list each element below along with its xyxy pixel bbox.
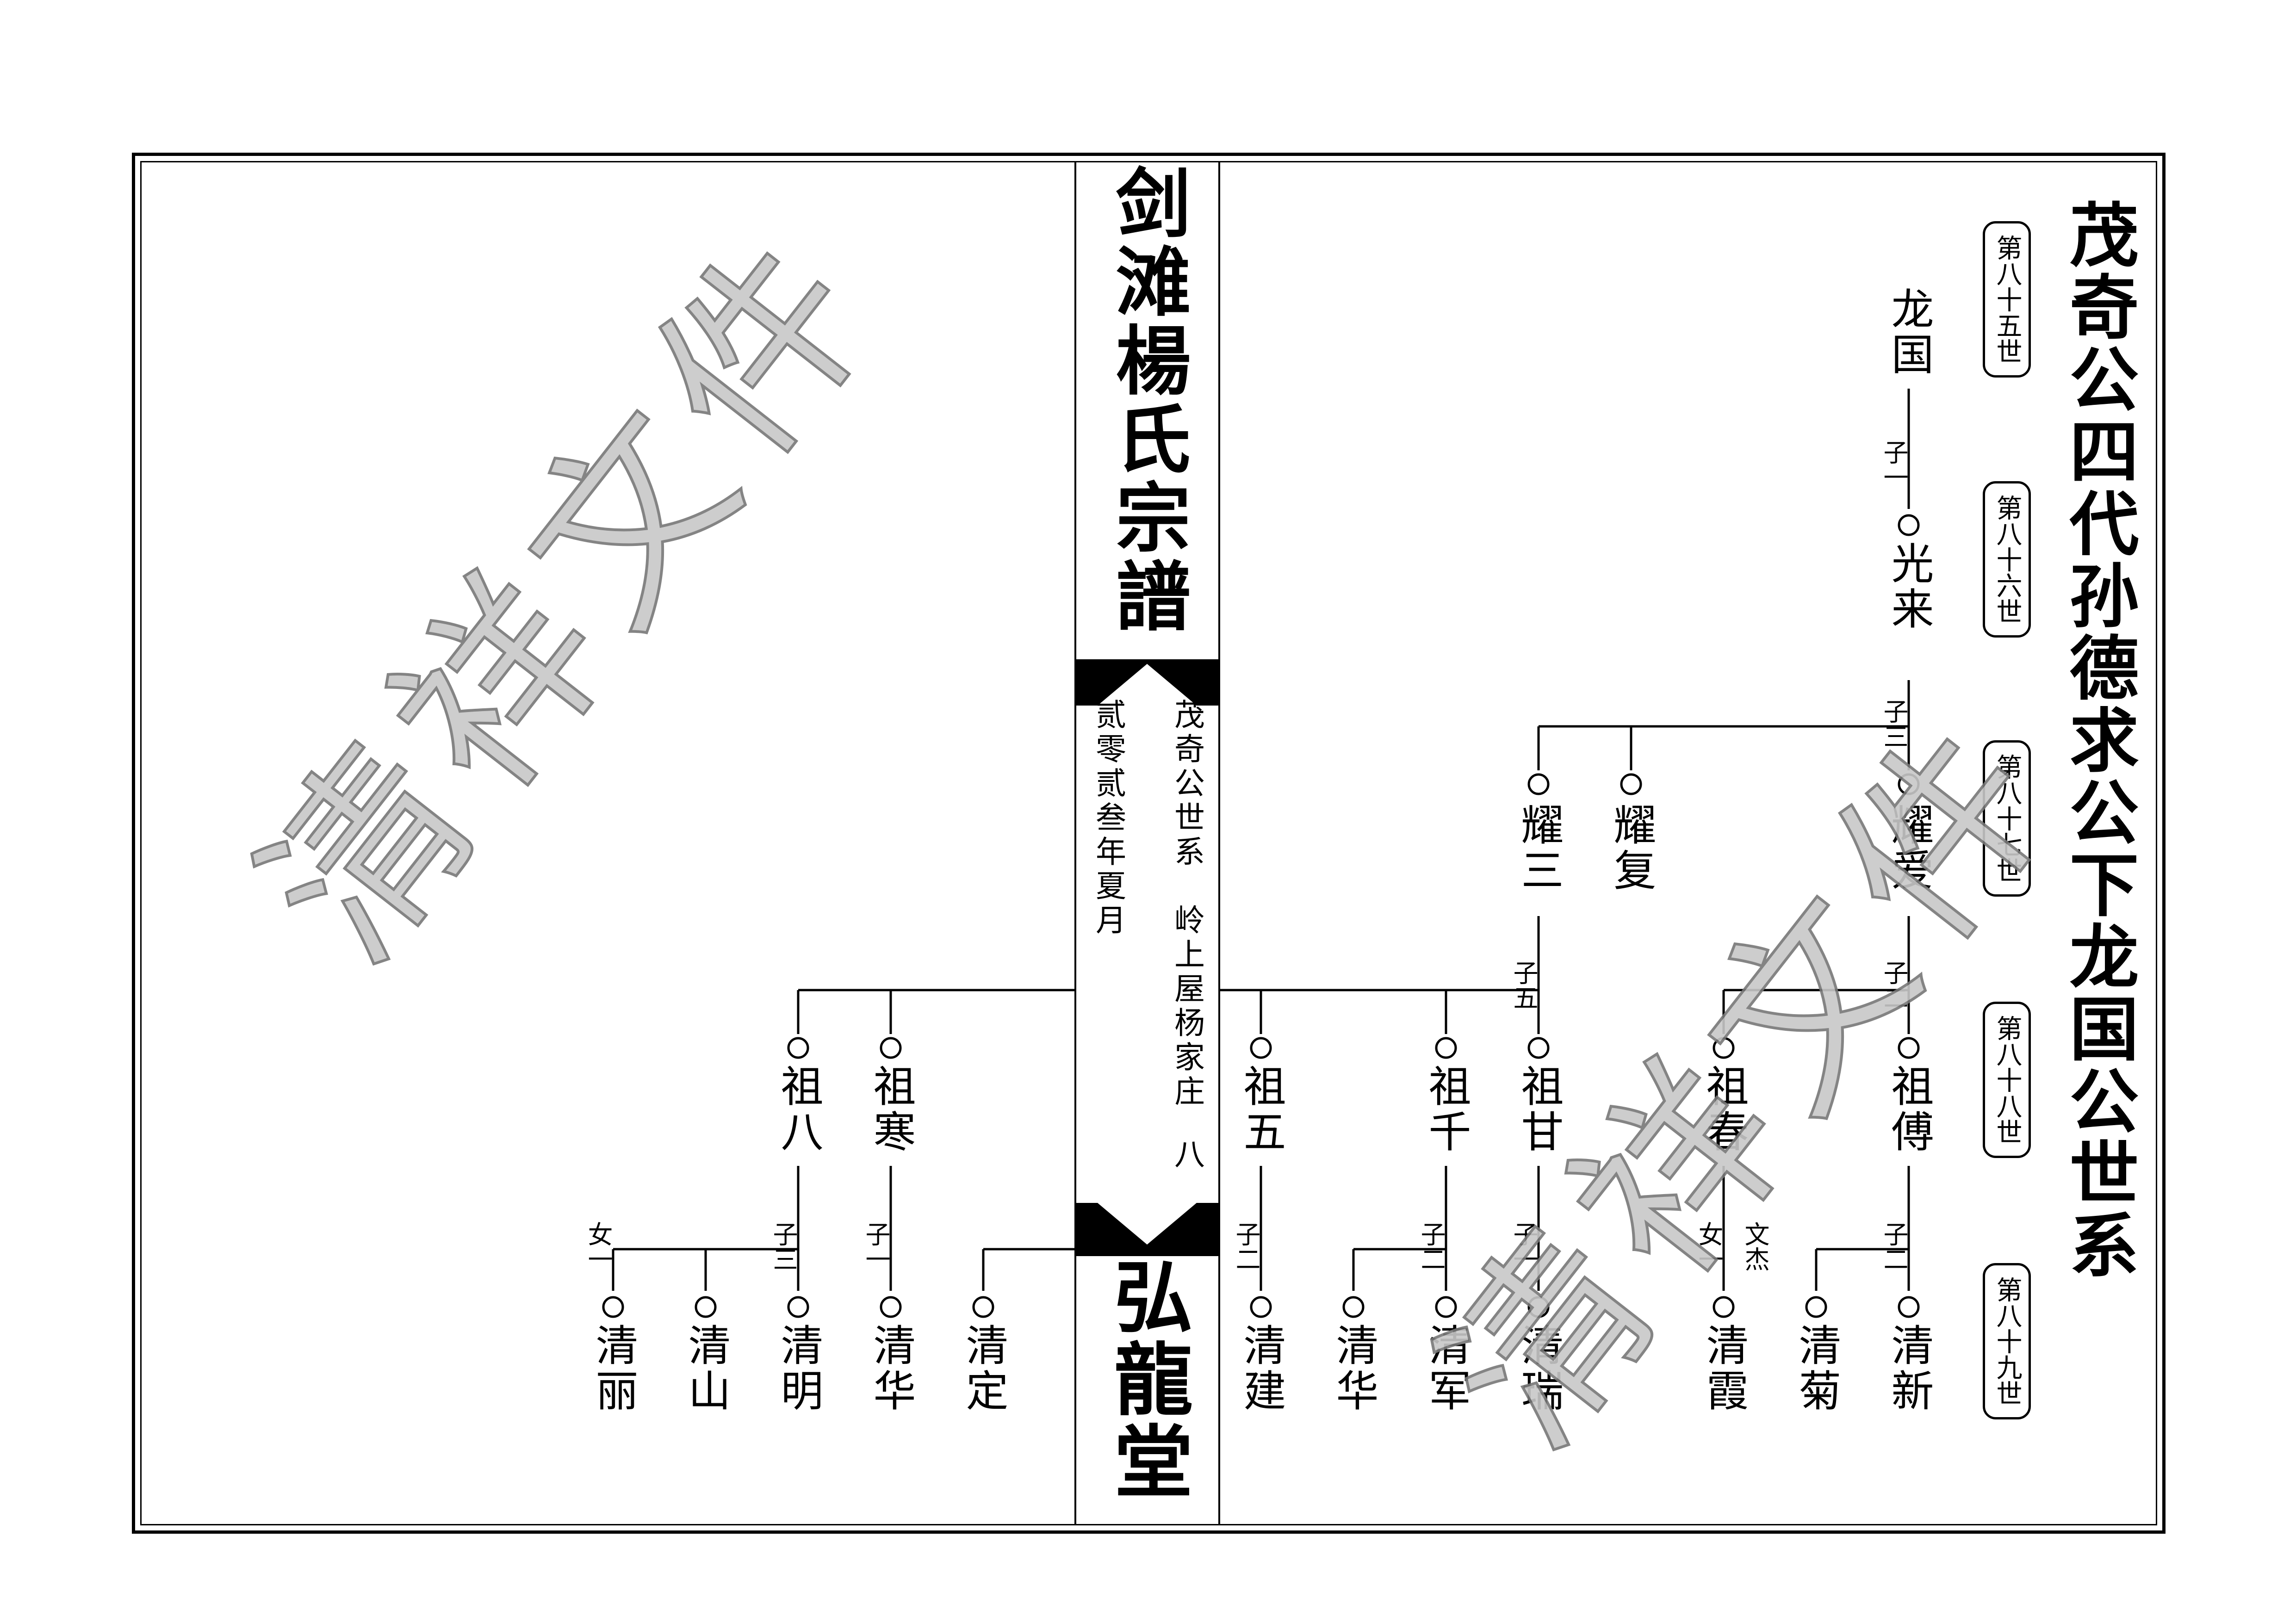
generation-label-85: 第八十五世 <box>1983 221 2031 378</box>
spine-lineage: 茂奇公世系 岭上屋杨家庄 <box>1169 699 1205 1109</box>
person-qingshan: 清山 <box>681 1323 731 1414</box>
person-qinghua-left: 清华 <box>866 1323 916 1414</box>
fishtail-bottom <box>1076 1203 1218 1256</box>
label-zuhan-children: 子一 <box>861 1221 890 1271</box>
person-longguo: 龙国 <box>1884 287 1934 378</box>
spine-date: 贰零贰叁年夏月 <box>1091 699 1126 938</box>
label-zuchun-children: 女一 <box>1694 1221 1723 1271</box>
generation-label-86: 第八十六世 <box>1983 481 2031 638</box>
label-guanglai-children: 子三 <box>1879 699 1908 749</box>
label-longguo-children: 子一 <box>1879 440 1908 489</box>
person-yaosan: 耀三 <box>1514 803 1564 893</box>
person-zuchun: 祖春 <box>1699 1064 1749 1155</box>
person-qingli: 清丽 <box>589 1323 638 1414</box>
spine-title: 剑滩楊氏宗譜 <box>1103 164 1191 636</box>
generation-label-87: 第八十七世 <box>1983 740 2031 897</box>
person-guanglai: 光来 <box>1884 541 1934 632</box>
label-yaosan-children: 子五 <box>1509 960 1538 1010</box>
generation-label-89: 第八十九世 <box>1983 1263 2031 1419</box>
label-zufu-children: 子二 <box>1879 1221 1908 1271</box>
hall-name: 弘龍堂 <box>1100 1256 1193 1503</box>
person-qingju: 清菊 <box>1792 1323 1841 1414</box>
label-zuqian-children: 子二 <box>1416 1221 1446 1271</box>
fishtail-top <box>1076 659 1218 706</box>
label-zuwu-children: 子二 <box>1231 1221 1260 1271</box>
generation-label-88: 第八十八世 <box>1983 1002 2031 1158</box>
person-qingxia: 清霞 <box>1699 1323 1749 1414</box>
person-qingming: 清明 <box>774 1323 823 1414</box>
person-qingjun: 清军 <box>1421 1323 1471 1414</box>
person-zuwu: 祖五 <box>1236 1064 1286 1155</box>
person-qinghua-right: 清华 <box>1329 1323 1378 1414</box>
person-qingxin: 清新 <box>1884 1323 1934 1414</box>
spine-left-rule <box>1074 161 1076 1525</box>
person-zufu: 祖傅 <box>1884 1064 1934 1155</box>
inner-border <box>140 161 2157 1525</box>
person-zuhan: 祖寒 <box>866 1064 916 1155</box>
label-zugan-children: 子一 <box>1509 1221 1538 1271</box>
outer-border <box>132 153 2166 1534</box>
person-qingjian: 清建 <box>1236 1323 1286 1414</box>
person-qingding: 清定 <box>959 1323 1008 1414</box>
label-zuba-children: 子三 <box>769 1221 798 1271</box>
label-zuchun-wenjie: 文杰 <box>1740 1221 1769 1271</box>
page-title: 茂奇公四代孙德求公下龙国公世系 <box>2058 199 2139 1282</box>
label-zuba-daughter: 女一 <box>583 1221 613 1271</box>
person-zugan: 祖甘 <box>1514 1064 1564 1155</box>
spine-page-number: 八 <box>1169 1138 1205 1172</box>
person-yaofu: 耀复 <box>1607 803 1656 893</box>
spine-right-rule <box>1218 161 1220 1525</box>
person-zuba: 祖八 <box>774 1064 823 1155</box>
person-zuqian: 祖千 <box>1421 1064 1471 1155</box>
person-qingrui: 清瑞 <box>1514 1323 1564 1414</box>
person-yaoai: 耀爱 <box>1884 803 1934 893</box>
label-yaoai-children: 子二 <box>1879 960 1908 1010</box>
